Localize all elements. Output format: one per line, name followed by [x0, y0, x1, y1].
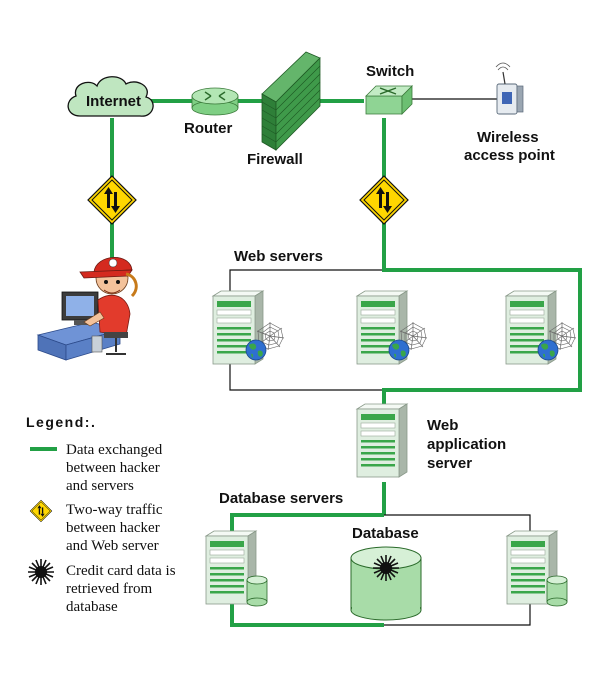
legend-line-text-3: and servers — [66, 478, 134, 494]
router-icon — [191, 87, 239, 116]
link-webservers-top — [382, 268, 582, 392]
globe-icon — [388, 339, 410, 361]
legend-line-text-1: Data exchanged — [66, 442, 163, 458]
burst-icon — [27, 558, 55, 586]
hacker-icon — [36, 257, 138, 361]
legend-burst-text-3: database — [66, 599, 118, 615]
cloud-icon — [67, 76, 154, 117]
wireless-label-line1: Wireless — [477, 129, 539, 146]
legend-sign-text-2: between hacker — [66, 520, 160, 536]
db-server-left — [205, 530, 268, 607]
web-server-2 — [356, 290, 428, 365]
wireless-ap-icon — [495, 62, 524, 115]
two-way-traffic-icon — [359, 175, 409, 225]
legend-sign-text-1: Two-way traffic — [66, 502, 163, 518]
legend-sign-text-3: and Web server — [66, 538, 159, 554]
legend-line-text-2: between hacker — [66, 460, 160, 476]
wireless-label-line2: access point — [464, 147, 555, 164]
web-application-server-icon — [356, 403, 408, 478]
database-servers-label: Database servers — [219, 490, 343, 507]
two-way-traffic-icon — [29, 499, 53, 523]
firewall-icon — [261, 51, 321, 151]
globe-icon — [245, 339, 267, 361]
legend-burst-text-2: retrieved from — [66, 581, 153, 597]
switch-label: Switch — [366, 63, 414, 80]
two-way-traffic-icon — [87, 175, 137, 225]
db-server-right — [506, 530, 568, 607]
database-label: Database — [352, 525, 419, 542]
legend-sign-swatch — [29, 499, 53, 523]
small-database-icon — [546, 575, 568, 607]
web-app-label-line2: application — [427, 436, 506, 453]
web-server-3 — [505, 290, 577, 365]
web-servers-label: Web servers — [234, 248, 323, 265]
globe-icon — [537, 339, 559, 361]
web-app-label-line1: Web — [427, 417, 458, 434]
firewall-label: Firewall — [247, 151, 303, 168]
web-app-label-line3: server — [427, 455, 472, 472]
router-label: Router — [184, 120, 232, 137]
internet-label: Internet — [86, 93, 141, 110]
legend-title: Legend:. — [26, 414, 96, 430]
switch-icon — [365, 85, 413, 115]
legend: Legend:. Data exchanged between hacker a… — [26, 414, 176, 615]
web-server-1 — [212, 290, 285, 365]
legend-burst-text-1: Credit card data is — [66, 563, 176, 579]
small-database-icon — [246, 575, 268, 607]
